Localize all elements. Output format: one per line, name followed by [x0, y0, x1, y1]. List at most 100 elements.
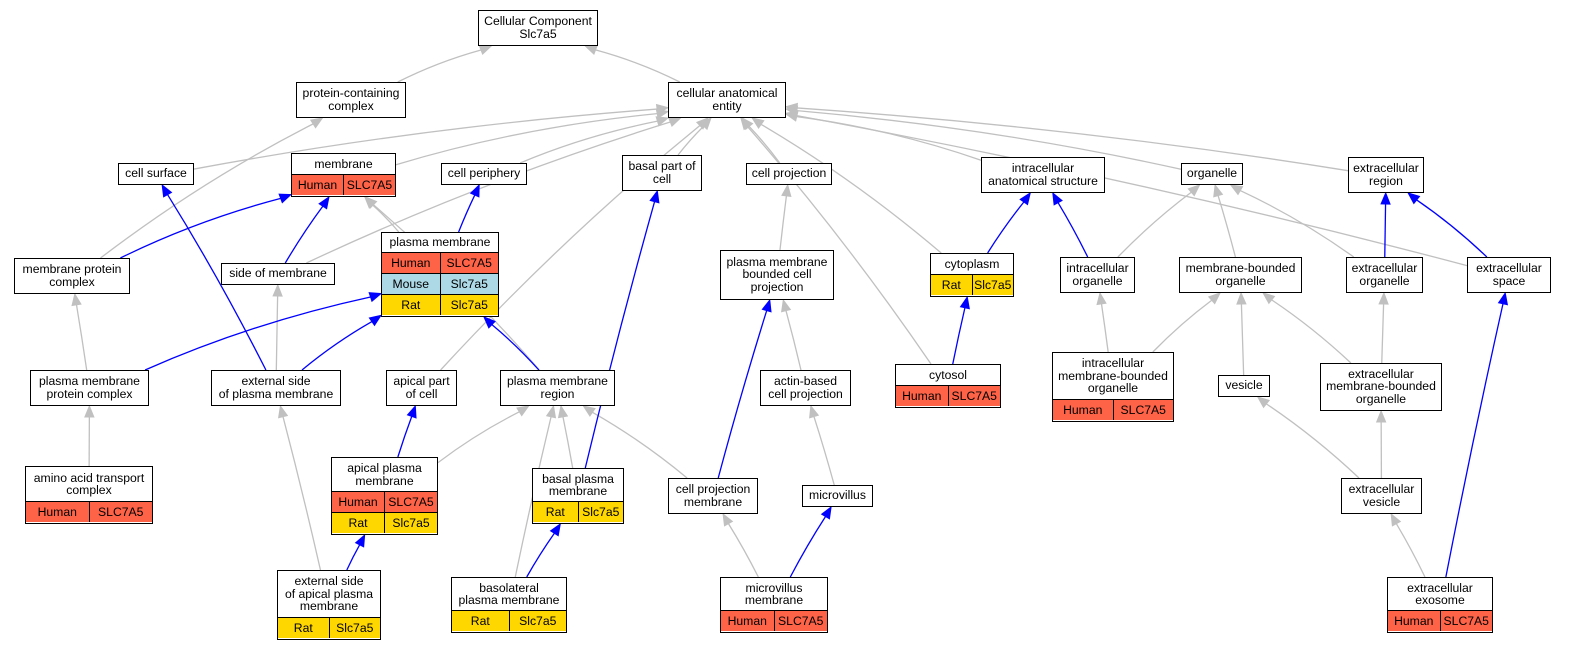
term-node-side-of-membrane[interactable]: side of membrane [221, 263, 335, 285]
arrowhead [781, 298, 792, 313]
arrowhead [1019, 191, 1031, 206]
part-of-edge-intraorg-to-intra_as [1057, 202, 1089, 258]
arrowhead [784, 102, 799, 114]
species-cell: Human [338, 494, 378, 509]
gene-cell: SLC7A5 [384, 492, 437, 513]
species-cell: Human [727, 613, 767, 628]
term-node-cellular-anatomical-entity[interactable]: cellular anatomical entity [668, 82, 786, 118]
part-of-edge-pmpc-to-pm [144, 296, 371, 371]
term-node-extracellular-region[interactable]: extracellular region [1348, 157, 1424, 193]
is-a-edge-embo-to-extorg [1381, 303, 1385, 364]
is-a-edge-cellproj-to-cae [748, 125, 781, 164]
term-node-extracellular-space[interactable]: extracellular space [1467, 257, 1551, 293]
arrowhead [1390, 512, 1402, 527]
is-a-edge-pmpc-to-mpc [75, 304, 88, 371]
term-node-plasma-membrane-bounded-cell-projection[interactable]: plasma membrane bounded cell projection [720, 250, 834, 300]
term-node-actin-based-cell-projection[interactable]: actin-based cell projection [760, 370, 851, 406]
part-of-edge-sideofmem-to-membrane [284, 205, 324, 264]
arrowhead [781, 183, 792, 198]
term-label: cell surface [125, 166, 187, 181]
term-node-intracellular-anatomical-structure[interactable]: intracellular anatomical structure [981, 157, 1105, 193]
species-cell: Human [37, 504, 77, 519]
term-node-extracellular-organelle[interactable]: extracellular organelle [1346, 257, 1423, 293]
term-node-basal-part-of-cell[interactable]: basal part of cell [622, 155, 702, 191]
term-node-cell-projection-membrane[interactable]: cell projection membrane [668, 478, 758, 514]
arrowhead [1213, 183, 1224, 198]
gene-cell: SLC7A5 [947, 386, 1001, 407]
arrowhead [655, 108, 670, 119]
term-node-apical-part-of-cell[interactable]: apical part of cell [386, 370, 457, 406]
arrowhead [557, 404, 569, 419]
term-node-plasma-membrane-protein-complex[interactable]: plasma membrane protein complex [30, 370, 149, 406]
term-node-vesicle[interactable]: vesicle [1218, 375, 1270, 397]
term-node-cell-surface[interactable]: cell surface [118, 163, 194, 185]
term-label: intracellular organelle [1066, 261, 1129, 288]
term-label: side of membrane [229, 266, 327, 281]
is-a-edge-extside_pm-to-sideofmem [275, 295, 279, 371]
species-cell: Human [1063, 402, 1103, 417]
gene-cell: Slc7a5 [384, 513, 437, 534]
term-node-membrane-bounded-organelle[interactable]: membrane-bounded organelle [1179, 257, 1302, 293]
term-label: apical part of cell [393, 374, 450, 401]
term-label: cell projection membrane [675, 482, 751, 509]
term-label: basal plasma membrane [542, 471, 614, 499]
arrowhead [1256, 396, 1271, 409]
term-node-extracellular-vesicle[interactable]: extracellular vesicle [1341, 478, 1422, 514]
term-node-extracellular-membrane-bounded-organelle[interactable]: extracellular membrane-bounded organelle [1320, 363, 1442, 411]
term-label: membrane-bounded organelle [1185, 261, 1296, 288]
is-a-edge-basalpart-to-cae [677, 125, 705, 156]
term-node-organelle[interactable]: organelle [1181, 163, 1243, 185]
term-node-external-side-of-plasma-membrane[interactable]: external side of plasma membrane [211, 370, 341, 406]
gene-cell: SLC7A5 [1112, 400, 1174, 421]
term-label: membrane [314, 156, 373, 171]
part-of-edge-cpm-to-pmbcp [717, 310, 768, 479]
annotation-row: Human SLC7A5 [1053, 399, 1174, 421]
is-a-edge-pmbcp-to-cellproj [779, 195, 788, 251]
term-label: Cellular Component Slc7a5 [484, 14, 592, 41]
is-a-edge-esapm-to-extside_pm [282, 416, 322, 571]
arrowhead [722, 512, 734, 527]
species-cell: Human [1394, 613, 1434, 628]
is-a-edge-imbo-to-mbo [1152, 299, 1213, 353]
term-node-intracellular-organelle[interactable]: intracellular organelle [1060, 257, 1135, 293]
term-label: membrane protein complex [22, 262, 122, 289]
term-node-plasma-membrane-region[interactable]: plasma membrane region [500, 370, 615, 406]
term-node-membrane-protein-complex[interactable]: membrane protein complex [14, 258, 130, 294]
is-a-edge-organelle-to-cae [796, 110, 1182, 170]
term-label: extracellular organelle [1351, 261, 1418, 288]
term-label: microvillus membrane [744, 580, 804, 608]
gene-cell: SLC7A5 [773, 611, 828, 632]
arrowhead [655, 116, 670, 127]
term-node-cellular-component-slc7a5[interactable]: Cellular Component Slc7a5 [478, 10, 598, 46]
arrowhead [959, 295, 970, 310]
term-node-intracellular-membrane-bounded-organelle[interactable]: intracellular membrane-bounded organelle… [1052, 352, 1174, 422]
gene-cell: Slc7a5 [577, 502, 624, 523]
gene-cell: Slc7a5 [439, 295, 499, 316]
is-a-edge-extspace-to-cae [796, 114, 1468, 267]
term-node-protein-containing-complex[interactable]: protein-containing complex [296, 82, 406, 118]
part-of-edge-extorg-to-extreg [1384, 203, 1387, 258]
arrowhead [368, 292, 383, 303]
is-a-edge-extvesicle-to-vesicle [1265, 403, 1360, 479]
species-cell: Rat [941, 277, 961, 292]
term-node-microvillus[interactable]: microvillus [802, 485, 873, 507]
gene-cell: SLC7A5 [1439, 611, 1493, 632]
term-node-cell-projection[interactable]: cell projection [746, 163, 832, 185]
is-a-edge-cellper-to-cae [519, 120, 658, 164]
arrowhead [71, 292, 82, 307]
term-node-cell-periphery[interactable]: cell periphery [441, 163, 527, 185]
